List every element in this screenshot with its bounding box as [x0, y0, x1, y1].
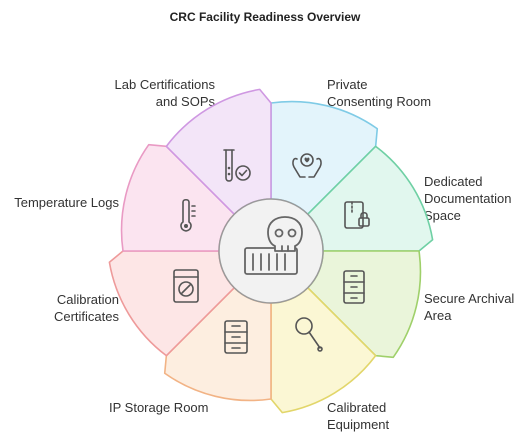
label-dedicated-documentation-space: Dedicated Documentation Space [424, 174, 512, 223]
locked-folder-icon [344, 201, 370, 229]
skull-barcode-icon [244, 216, 303, 275]
label-calibration-certificates: Calibration Certificates [53, 292, 119, 324]
label-lab-certifications-and-sops: Lab Certifications and SOPs [114, 77, 215, 109]
certificate-device-icon [173, 269, 199, 303]
diagram-title: CRC Facility Readiness Overview [169, 10, 361, 24]
label-secure-archival-area: Secure Archival Area [424, 291, 515, 323]
center-hub [218, 198, 324, 304]
balloon-icon [295, 317, 323, 352]
label-private-consenting-room: Private Consenting Room [327, 77, 432, 109]
label-temperature-logs: Temperature Logs [14, 195, 119, 210]
thermometer-icon [180, 198, 196, 232]
label-ip-storage-room: IP Storage Room [109, 400, 209, 415]
label-calibrated-equipment: Calibrated Equipment [327, 400, 390, 432]
filing-cabinet-icon [343, 270, 365, 304]
hands-heart-icon [292, 153, 322, 178]
storage-drawers-icon [224, 320, 248, 354]
test-tubes-check-icon [223, 149, 251, 182]
